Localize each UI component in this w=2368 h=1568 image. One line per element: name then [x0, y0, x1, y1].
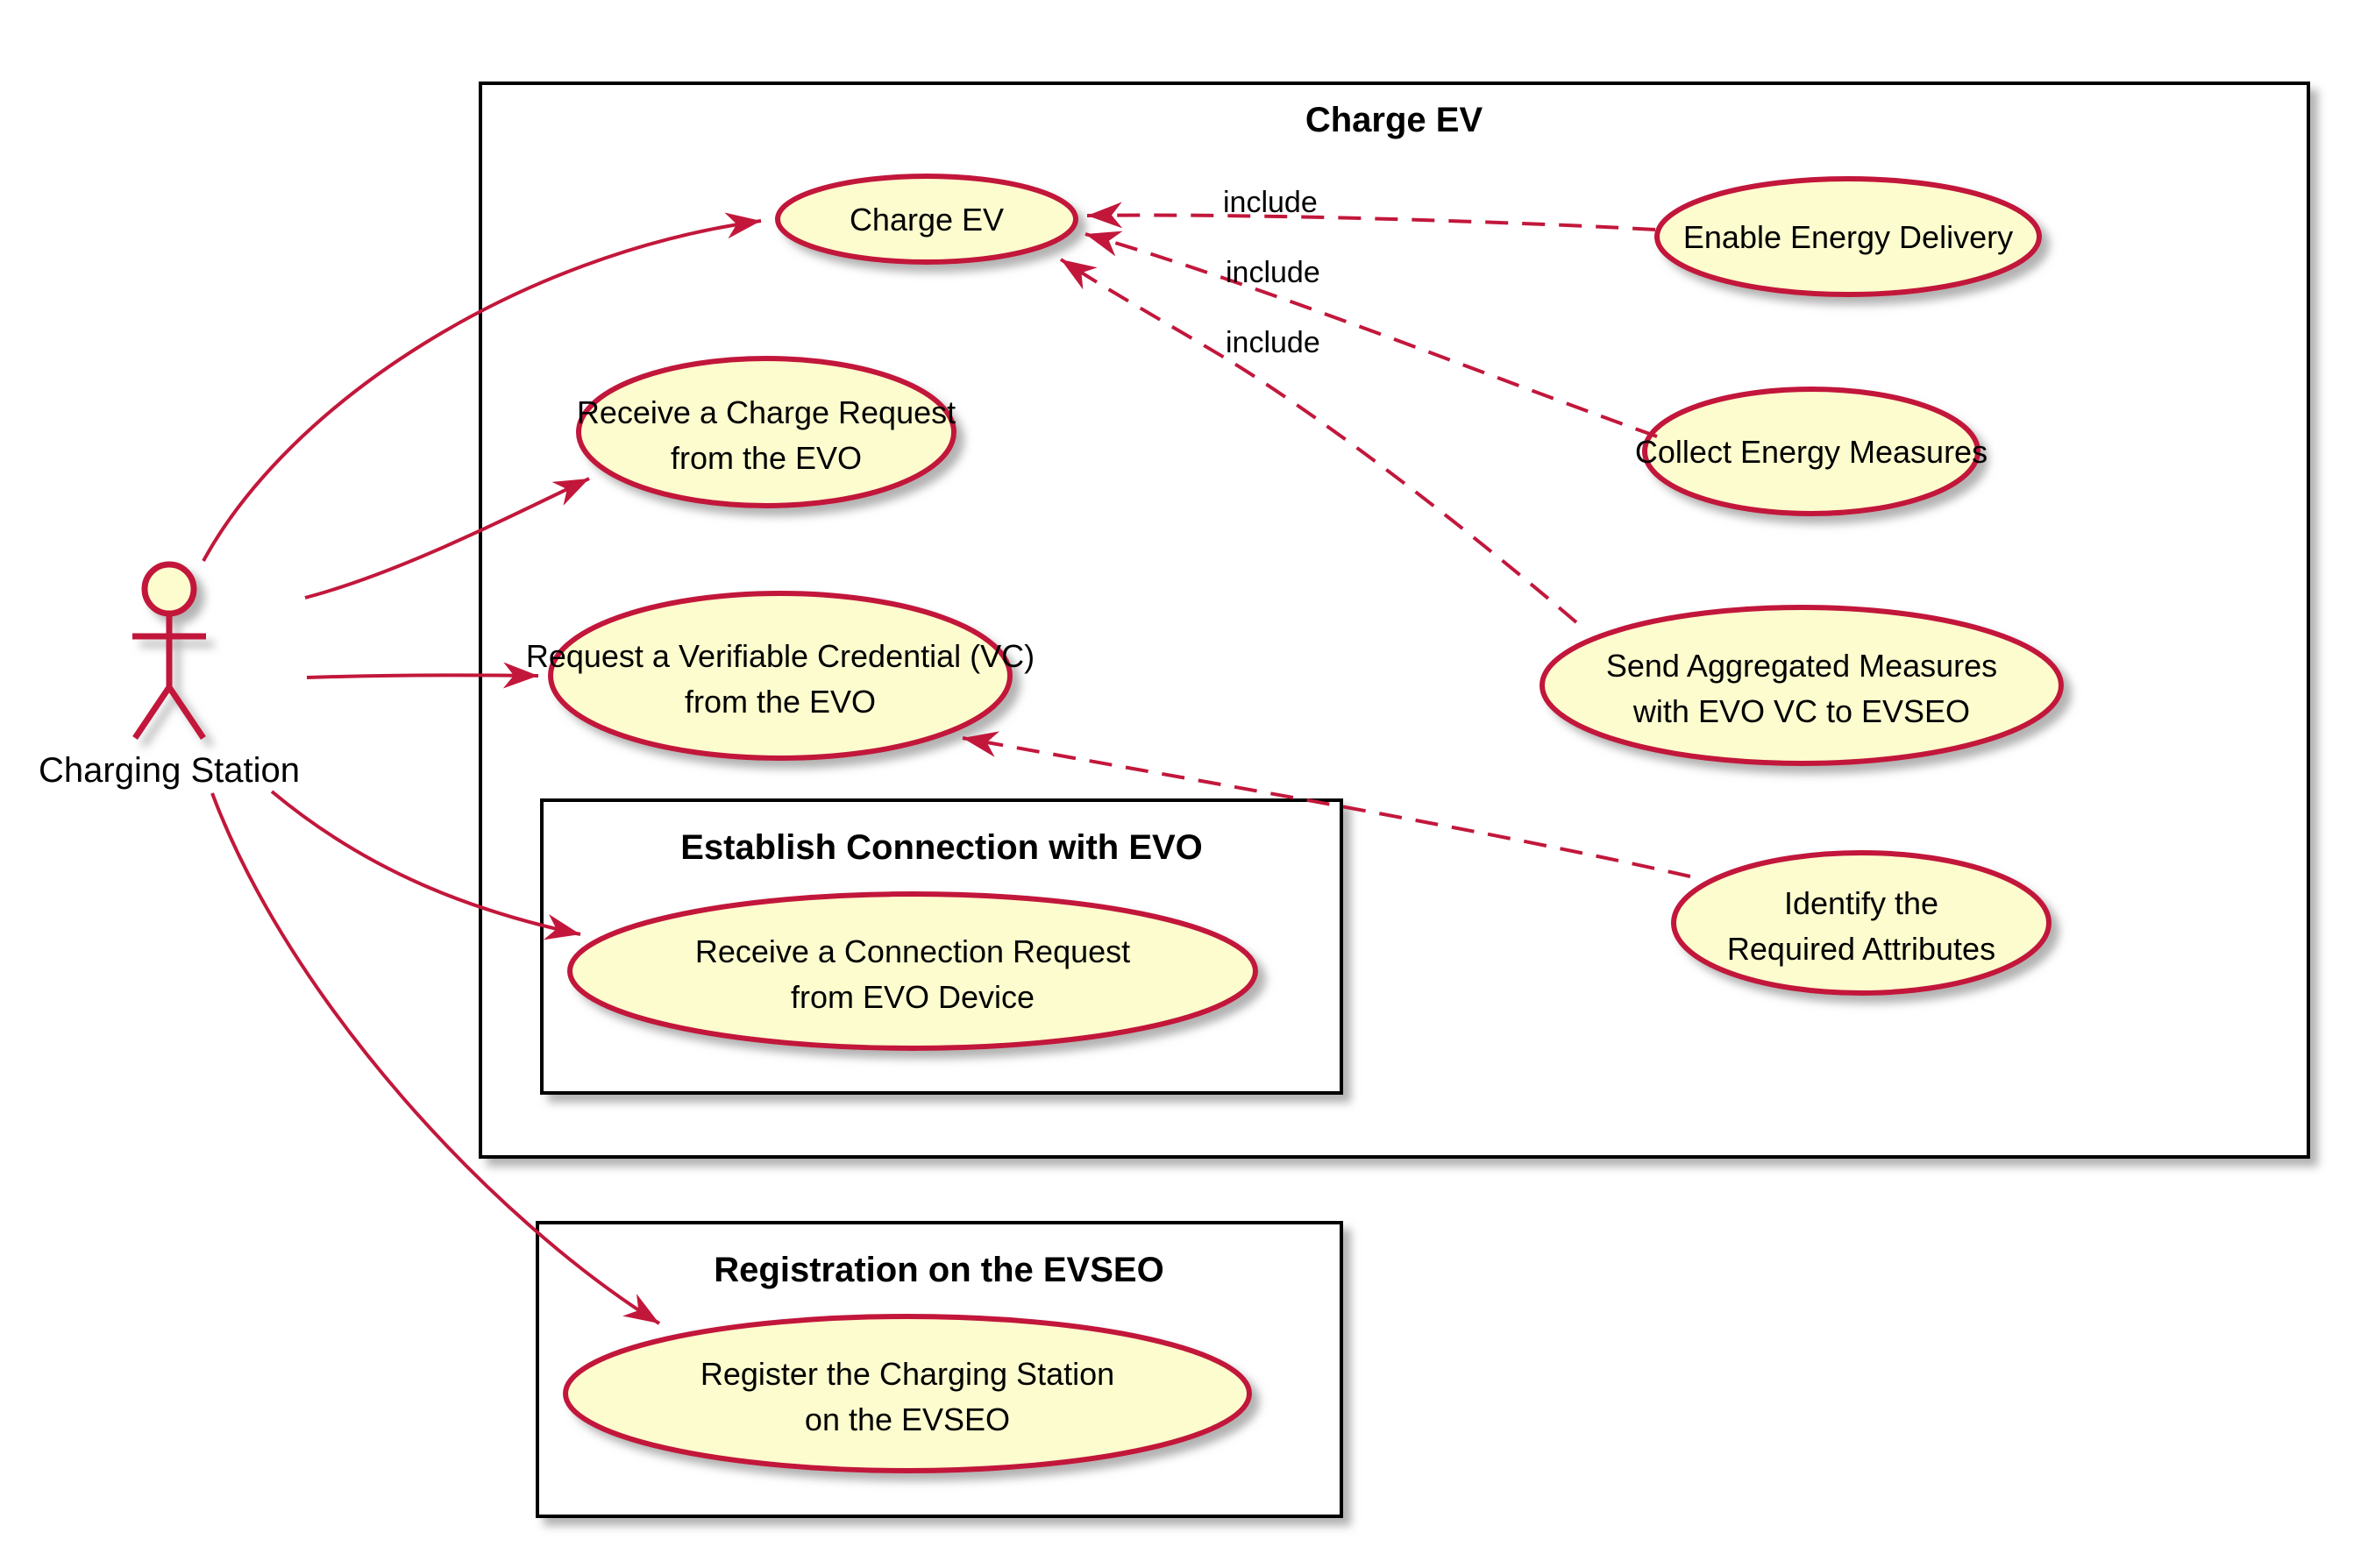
usecase-register-station: Register the Charging Station on the EVS… [563, 1314, 1252, 1473]
edge-actor-to-receive-connection [270, 790, 581, 940]
actor-charging-station: Charging Station [39, 561, 300, 790]
boundary-registration-title: Registration on the EVSEO [714, 1251, 1163, 1289]
edge-actor-to-receive-charge [304, 477, 590, 600]
usecase-identify-attrs: Identify the Required Attributes [1671, 850, 2052, 996]
usecase-receive-charge-ellipse [576, 356, 956, 508]
usecase-collect-energy-ellipse [1642, 387, 1980, 516]
include-label-3: include [1226, 326, 1320, 359]
boundary-charge-ev-title: Charge EV [1305, 101, 1483, 139]
usecase-receive-charge-request: Receive a Charge Request from the EVO [576, 356, 956, 508]
edge-actor-to-register-station [210, 792, 661, 1325]
edge-collect-energy-include [1084, 231, 1658, 438]
usecase-enable-energy-ellipse [1654, 176, 2042, 297]
usecase-receive-connection-ellipse [567, 891, 1258, 1051]
edge-identify-attrs-include [962, 731, 1691, 878]
usecase-identify-attrs-line2: Required Attributes [1727, 931, 1995, 967]
boundary-establish-title: Establish Connection with EVO [680, 828, 1203, 867]
edge-actor-to-charge-ev [202, 212, 762, 562]
usecase-collect-energy-label: Collect Energy Measures [1635, 434, 1988, 470]
usecase-receive-charge-line2: from the EVO [671, 440, 862, 476]
usecase-request-vc: Request a Verifiable Credential (VC) fro… [526, 591, 1035, 761]
usecase-request-vc-line1: Request a Verifiable Credential (VC) [526, 638, 1035, 674]
include-label-1: include [1223, 186, 1318, 219]
usecase-charge-ev-ellipse [775, 174, 1078, 265]
edge-enable-energy-include [1086, 202, 1656, 231]
usecase-identify-attrs-line1: Identify the [1784, 885, 1938, 921]
include-edges [962, 202, 1691, 878]
usecase-collect-energy: Collect Energy Measures [1635, 387, 1988, 516]
usecase-receive-connection: Receive a Connection Request from EVO De… [567, 891, 1258, 1051]
usecase-register-station-ellipse [563, 1314, 1252, 1473]
usecase-request-vc-ellipse [548, 591, 1013, 761]
usecase-enable-energy-label: Enable Energy Delivery [1683, 219, 2013, 255]
actor-stick-figure-icon [132, 561, 206, 740]
actor-label: Charging Station [39, 751, 300, 790]
usecase-request-vc-line2: from the EVO [685, 684, 876, 720]
usecase-receive-connection-line2: from EVO Device [791, 979, 1035, 1015]
usecase-identify-attrs-ellipse [1671, 850, 2052, 996]
actor-leg-right [167, 685, 206, 740]
usecase-receive-charge-line1: Receive a Charge Request [577, 394, 956, 430]
usecase-register-station-line1: Register the Charging Station [700, 1356, 1114, 1392]
include-label-2: include [1226, 256, 1320, 289]
usecase-send-aggregated-line2: with EVO VC to EVSEO [1632, 693, 1970, 729]
usecase-send-aggregated-ellipse [1540, 605, 2064, 766]
association-edges [202, 212, 762, 1325]
usecase-charge-ev-label: Charge EV [850, 202, 1004, 238]
usecase-send-aggregated: Send Aggregated Measures with EVO VC to … [1540, 605, 2064, 766]
usecase-receive-connection-line1: Receive a Connection Request [695, 933, 1130, 969]
actor-head [141, 561, 197, 617]
usecase-register-station-line2: on the EVSEO [805, 1401, 1010, 1437]
actor-leg-left [132, 685, 172, 740]
usecase-charge-ev: Charge EV [775, 174, 1078, 265]
usecase-enable-energy: Enable Energy Delivery [1654, 176, 2042, 297]
edge-actor-to-request-vc [306, 662, 539, 689]
usecase-send-aggregated-line1: Send Aggregated Measures [1606, 648, 1997, 684]
edge-send-aggregated-include [1059, 258, 1578, 624]
